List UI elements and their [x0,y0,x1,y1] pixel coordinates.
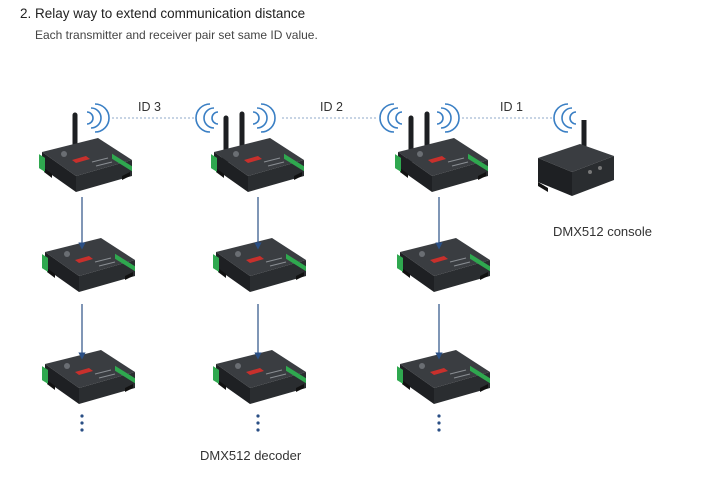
id-label-2: ID 2 [320,100,343,114]
decoder-device [212,237,307,293]
signal-wave-icon [195,103,219,133]
signal-wave-icon [379,103,403,133]
signal-wave-icon [553,103,577,133]
console-label: DMX512 console [553,224,652,239]
relay-device-column2 [210,114,305,193]
decoder-device [396,237,491,293]
receiver-device-column1 [38,115,133,193]
decoder-device [41,237,136,293]
decoder-device [396,349,491,405]
page-subtitle: Each transmitter and receiver pair set s… [35,28,318,42]
decoder-label: DMX512 decoder [200,448,302,463]
dmx512-console-device [538,120,614,196]
signal-wave-icon [436,103,460,133]
relay-device-column3 [394,114,489,193]
decoder-device [41,349,136,405]
id-label-3: ID 3 [138,100,161,114]
decoder-device [212,349,307,405]
page-title: 2. Relay way to extend communication dis… [20,6,306,21]
signal-wave-icon [86,103,110,133]
continuation-dots [80,414,441,432]
signal-wave-icon [252,103,276,133]
id-label-1: ID 1 [500,100,523,114]
